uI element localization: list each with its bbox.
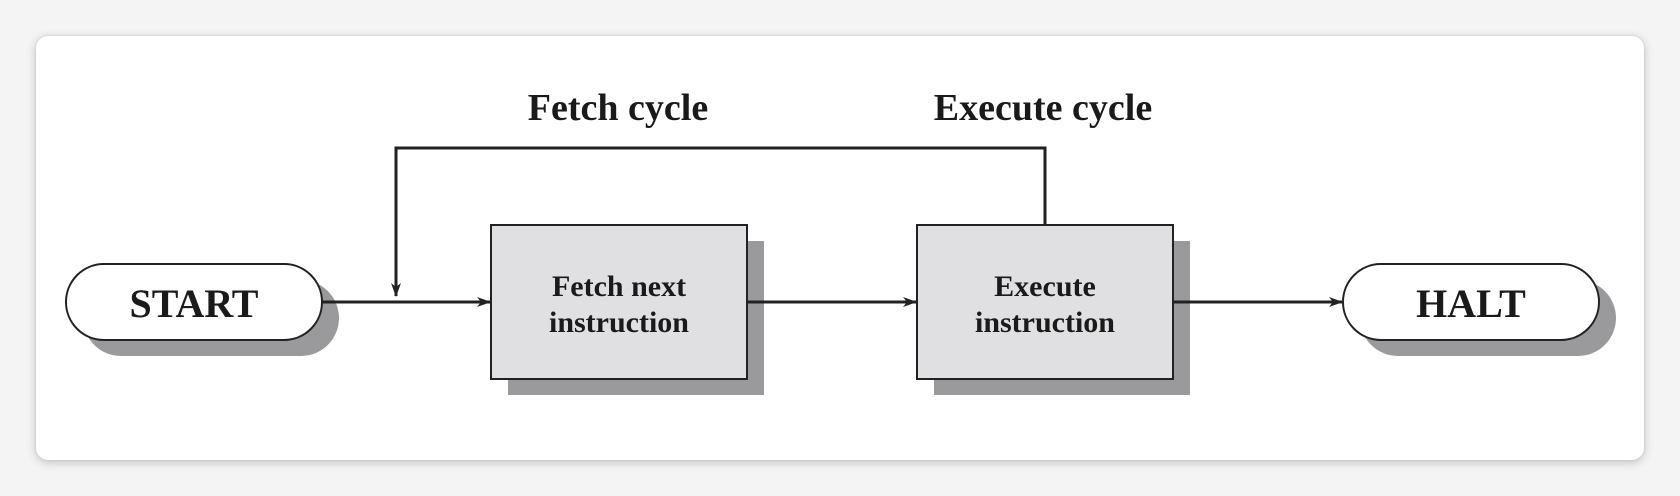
- execute-box-shape: [916, 224, 1174, 380]
- loop-back-arrow: [391, 146, 1047, 297]
- fetch-cycle-label: Fetch cycle: [528, 87, 708, 129]
- halt-shape: [1342, 263, 1600, 341]
- execute-box-line1: Execute: [994, 270, 1096, 303]
- fetch-box-line2: instruction: [549, 306, 689, 339]
- start-terminal: START: [65, 263, 339, 356]
- execute-cycle-label: Execute cycle: [934, 87, 1152, 129]
- fetch-box-shape: [490, 224, 748, 380]
- fetch-box-line1: Fetch next: [552, 270, 686, 303]
- execute-box-line2: instruction: [975, 306, 1115, 339]
- fetch-instruction-box: Fetch next instruction: [490, 224, 764, 395]
- diagram-card: [36, 36, 1644, 460]
- halt-label: HALT: [1416, 281, 1526, 326]
- halt-terminal: HALT: [1342, 263, 1616, 356]
- start-label: START: [129, 281, 258, 326]
- execute-instruction-box: Execute instruction: [916, 224, 1190, 395]
